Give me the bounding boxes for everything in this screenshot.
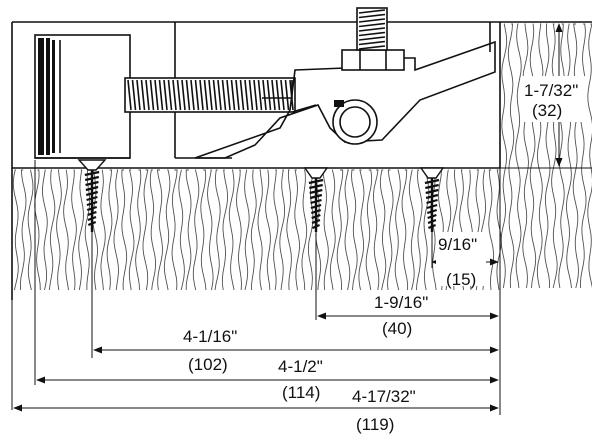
screw1-dim-metric: (102) <box>188 355 228 374</box>
wood-screw-1 <box>77 159 107 232</box>
height-dim-label: 1-7/32" <box>524 81 578 100</box>
screw1-dim-label: 4-1/16" <box>183 327 237 346</box>
height-dim-metric: (32) <box>532 101 562 120</box>
block-dim-metric: (114) <box>282 383 320 402</box>
small-gap-dim-metric: (15) <box>446 270 476 289</box>
extension-lines <box>11 160 501 415</box>
screw3-dim-metric: (40) <box>382 319 412 338</box>
vertical-bolt <box>356 7 388 51</box>
overall-dim-metric: (119) <box>356 415 394 434</box>
small-gap-dim-label: 9/16" <box>438 235 477 254</box>
wood-screw-3 <box>419 167 445 232</box>
overall-dim-label: 4-17/32" <box>352 387 416 406</box>
dimension-labels: 1-7/32" (32) 9/16" (15) 1-9/16" (40) 4-1… <box>183 76 586 434</box>
wood-screw-2 <box>303 167 329 232</box>
threaded-rod <box>124 77 296 113</box>
pivot-pin <box>332 99 378 145</box>
hex-nut <box>341 49 405 71</box>
wood-grain-side-board <box>500 23 592 289</box>
dimension-arrows <box>13 23 563 412</box>
end-plate <box>34 34 131 159</box>
wood-grain-board <box>12 169 502 291</box>
block-dim-label: 4-1/2" <box>278 357 323 376</box>
screw3-dim-label: 1-9/16" <box>374 293 428 312</box>
